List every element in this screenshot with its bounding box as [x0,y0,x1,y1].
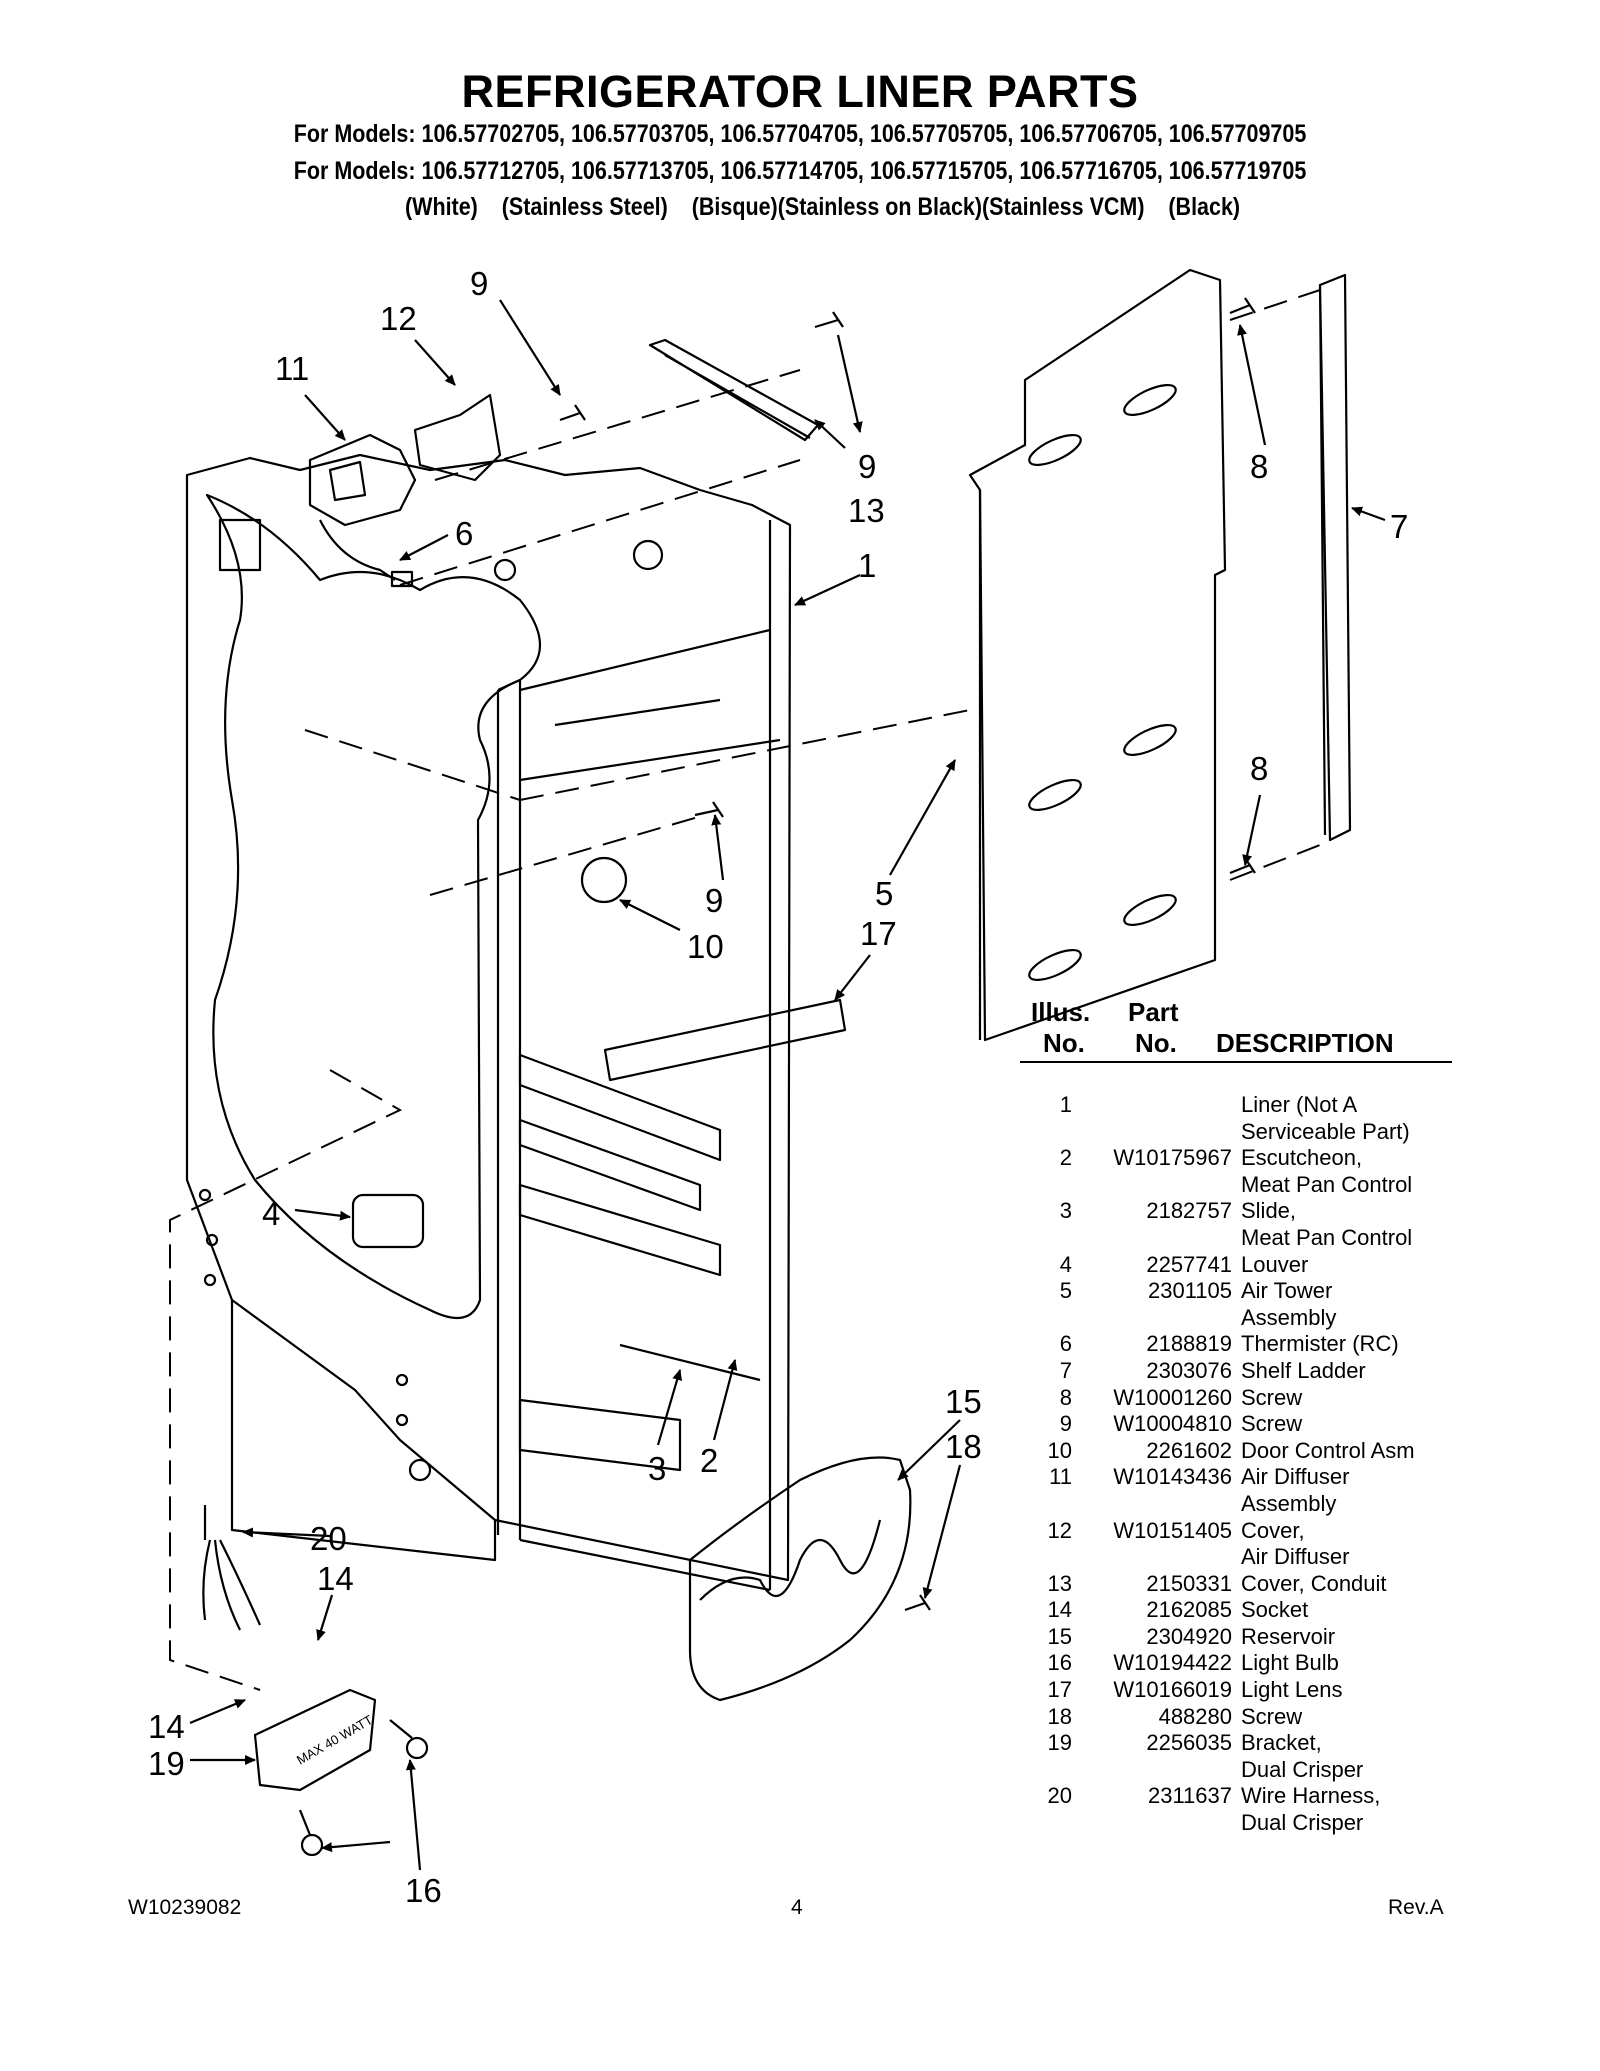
table-row: Air Diffuser [1241,1544,1350,1570]
callout-2: 2 [700,1442,718,1479]
callout-12: 12 [380,300,417,337]
table-row: Serviceable Part) [1241,1118,1410,1144]
light-bulb-upper [389,1719,413,1739]
door-control [580,856,628,904]
models-line-2: For Models: 106.57712705, 106.57713705, … [293,157,1307,185]
callout-16: 16 [405,1872,442,1909]
callout-7: 7 [1390,508,1408,545]
crisper-bracket [253,1688,377,1792]
air-tower [968,268,1227,1042]
liner-cabinet [185,453,792,1592]
table-row: Assembly [1241,1304,1337,1330]
callout-18: 18 [945,1428,982,1465]
callout-10: 10 [687,928,724,965]
header-part-1: Part [1128,997,1179,1027]
screw-9-door [694,801,724,818]
air-diffuser [308,433,417,588]
wire-harness [202,1505,262,1631]
header-rule [1020,1061,1452,1063]
louver [351,1193,425,1249]
revision: Rev.A [1388,1896,1444,1919]
callout-11: 11 [275,350,309,387]
callout-15: 15 [945,1383,982,1420]
callout-9a: 9 [470,265,488,302]
callout-14a: 14 [317,1560,354,1597]
models-line-1: For Models: 106.57702705, 106.57703705, … [293,120,1307,148]
callout-3: 3 [648,1450,666,1487]
table-row: Meat Pan Control [1241,1171,1413,1197]
light-bulb-lower [298,1809,312,1836]
callout-8b: 8 [1250,750,1268,787]
screw-18 [904,1594,931,1612]
page-number: 4 [791,1896,803,1919]
table-row: Meat Pan Control [1241,1224,1413,1250]
conduit-cover [648,338,820,442]
callout-19: 19 [148,1745,185,1782]
callout-5: 5 [875,875,893,912]
table-row: Dual Crisper [1241,1810,1364,1836]
screw-9-mid [814,311,844,329]
page-title: REFRIGERATOR LINER PARTS [461,66,1139,117]
finishes-line: (White) (Stainless Steel) (Bisque)(Stain… [405,193,1241,221]
header-illus-1: Illus. [1031,997,1091,1027]
light-lens [603,998,847,1082]
callout-9b: 9 [858,448,876,485]
table-row: Assembly [1241,1490,1337,1516]
socket-label: MAX 40 WATT [294,1712,375,1768]
air-diffuser-cover [413,393,502,482]
callout-1: 1 [858,547,876,584]
table-row: Dual Crisper [1241,1756,1364,1782]
screw-8-top [1229,297,1256,315]
callout-6: 6 [455,515,473,552]
doc-number: W10239082 [128,1896,242,1919]
header-part-2: No. [1135,1028,1177,1058]
callout-4: 4 [262,1195,280,1232]
callout-20: 20 [310,1520,347,1557]
reservoir [688,1456,912,1702]
screw-9-top [559,404,586,422]
air-tower-vents [1028,383,1177,982]
callout-9c: 9 [705,882,723,919]
shelf-ladder [1318,273,1352,842]
header-description: DESCRIPTION [1216,1028,1394,1058]
header-illus-2: No. [1043,1028,1085,1058]
callout-17: 17 [860,915,897,952]
callout-8a: 8 [1250,448,1268,485]
callout-14b: 14 [148,1708,185,1745]
callout-13: 13 [848,492,885,529]
